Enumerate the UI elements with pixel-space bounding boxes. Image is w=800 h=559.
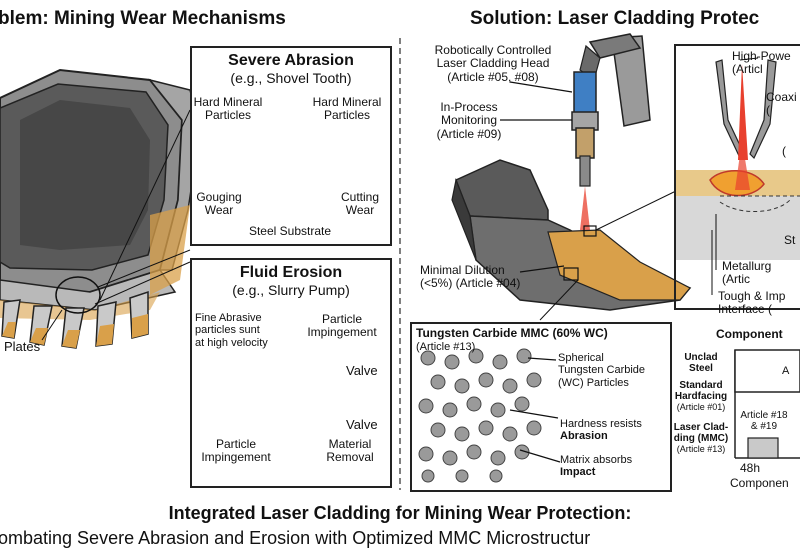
bar-value-a: A <box>782 365 790 377</box>
abrasion-panel <box>190 46 392 246</box>
footer-subtitle: ombating Severe Abrasion and Erosion wit… <box>0 528 591 548</box>
erosion-panel <box>190 258 392 488</box>
dilution-label: Minimal Dilution(<5%) (Article #04) <box>420 263 521 291</box>
abrasion-subtitle: (e.g., Shovel Tooth) <box>230 70 352 86</box>
valve-top-label: Valve <box>346 363 378 378</box>
cladding-detail <box>676 57 800 295</box>
detail-panel <box>674 44 800 310</box>
coaxial-label: Coaxi( <box>766 90 797 118</box>
footer-title: Integrated Laser Cladding for Mining Wea… <box>168 503 632 523</box>
metallurgical-label: Metallurg(Artic <box>722 259 772 287</box>
x-tick-48h: 48h <box>740 461 761 475</box>
chart-bar <box>747 437 779 459</box>
valve-mid-label: Valve <box>346 417 378 432</box>
mmc-microstructure <box>418 348 542 483</box>
mmc-panel <box>410 322 672 492</box>
abrasion-title: Severe Abrasion <box>228 52 354 69</box>
x-axis-label: Componen <box>730 476 789 490</box>
substrate-st-label: St <box>784 233 796 247</box>
solution-title: Solution: Laser Cladding Protec <box>470 8 760 29</box>
plates-label: Plates <box>4 339 41 354</box>
steel-substrate-label: Steel Substrate <box>248 224 332 238</box>
component-chart <box>734 349 800 459</box>
melt-pool-paren: ( <box>782 144 786 158</box>
mmc-title: Tungsten Carbide MMC (60% WC) <box>416 326 608 340</box>
problem-title: blem: Mining Wear Mechanisms <box>0 8 286 29</box>
laser-label: High-Powe(Articl <box>732 49 791 77</box>
robot-cladding-head <box>571 33 651 230</box>
row-laser-cladding: Laser Clad-ding (MMC)(Article #13) <box>673 422 729 455</box>
mmc-article: (Article #13) <box>416 341 476 353</box>
bar-annotation: Article #18& #19 <box>740 410 788 433</box>
erosion-title: Fluid Erosion <box>239 264 343 281</box>
component-title: Component <box>716 327 783 341</box>
erosion-subtitle: (e.g., Slurry Pump) <box>232 282 350 298</box>
shovel-tooth <box>451 81 692 321</box>
mining-bucket <box>0 68 201 349</box>
